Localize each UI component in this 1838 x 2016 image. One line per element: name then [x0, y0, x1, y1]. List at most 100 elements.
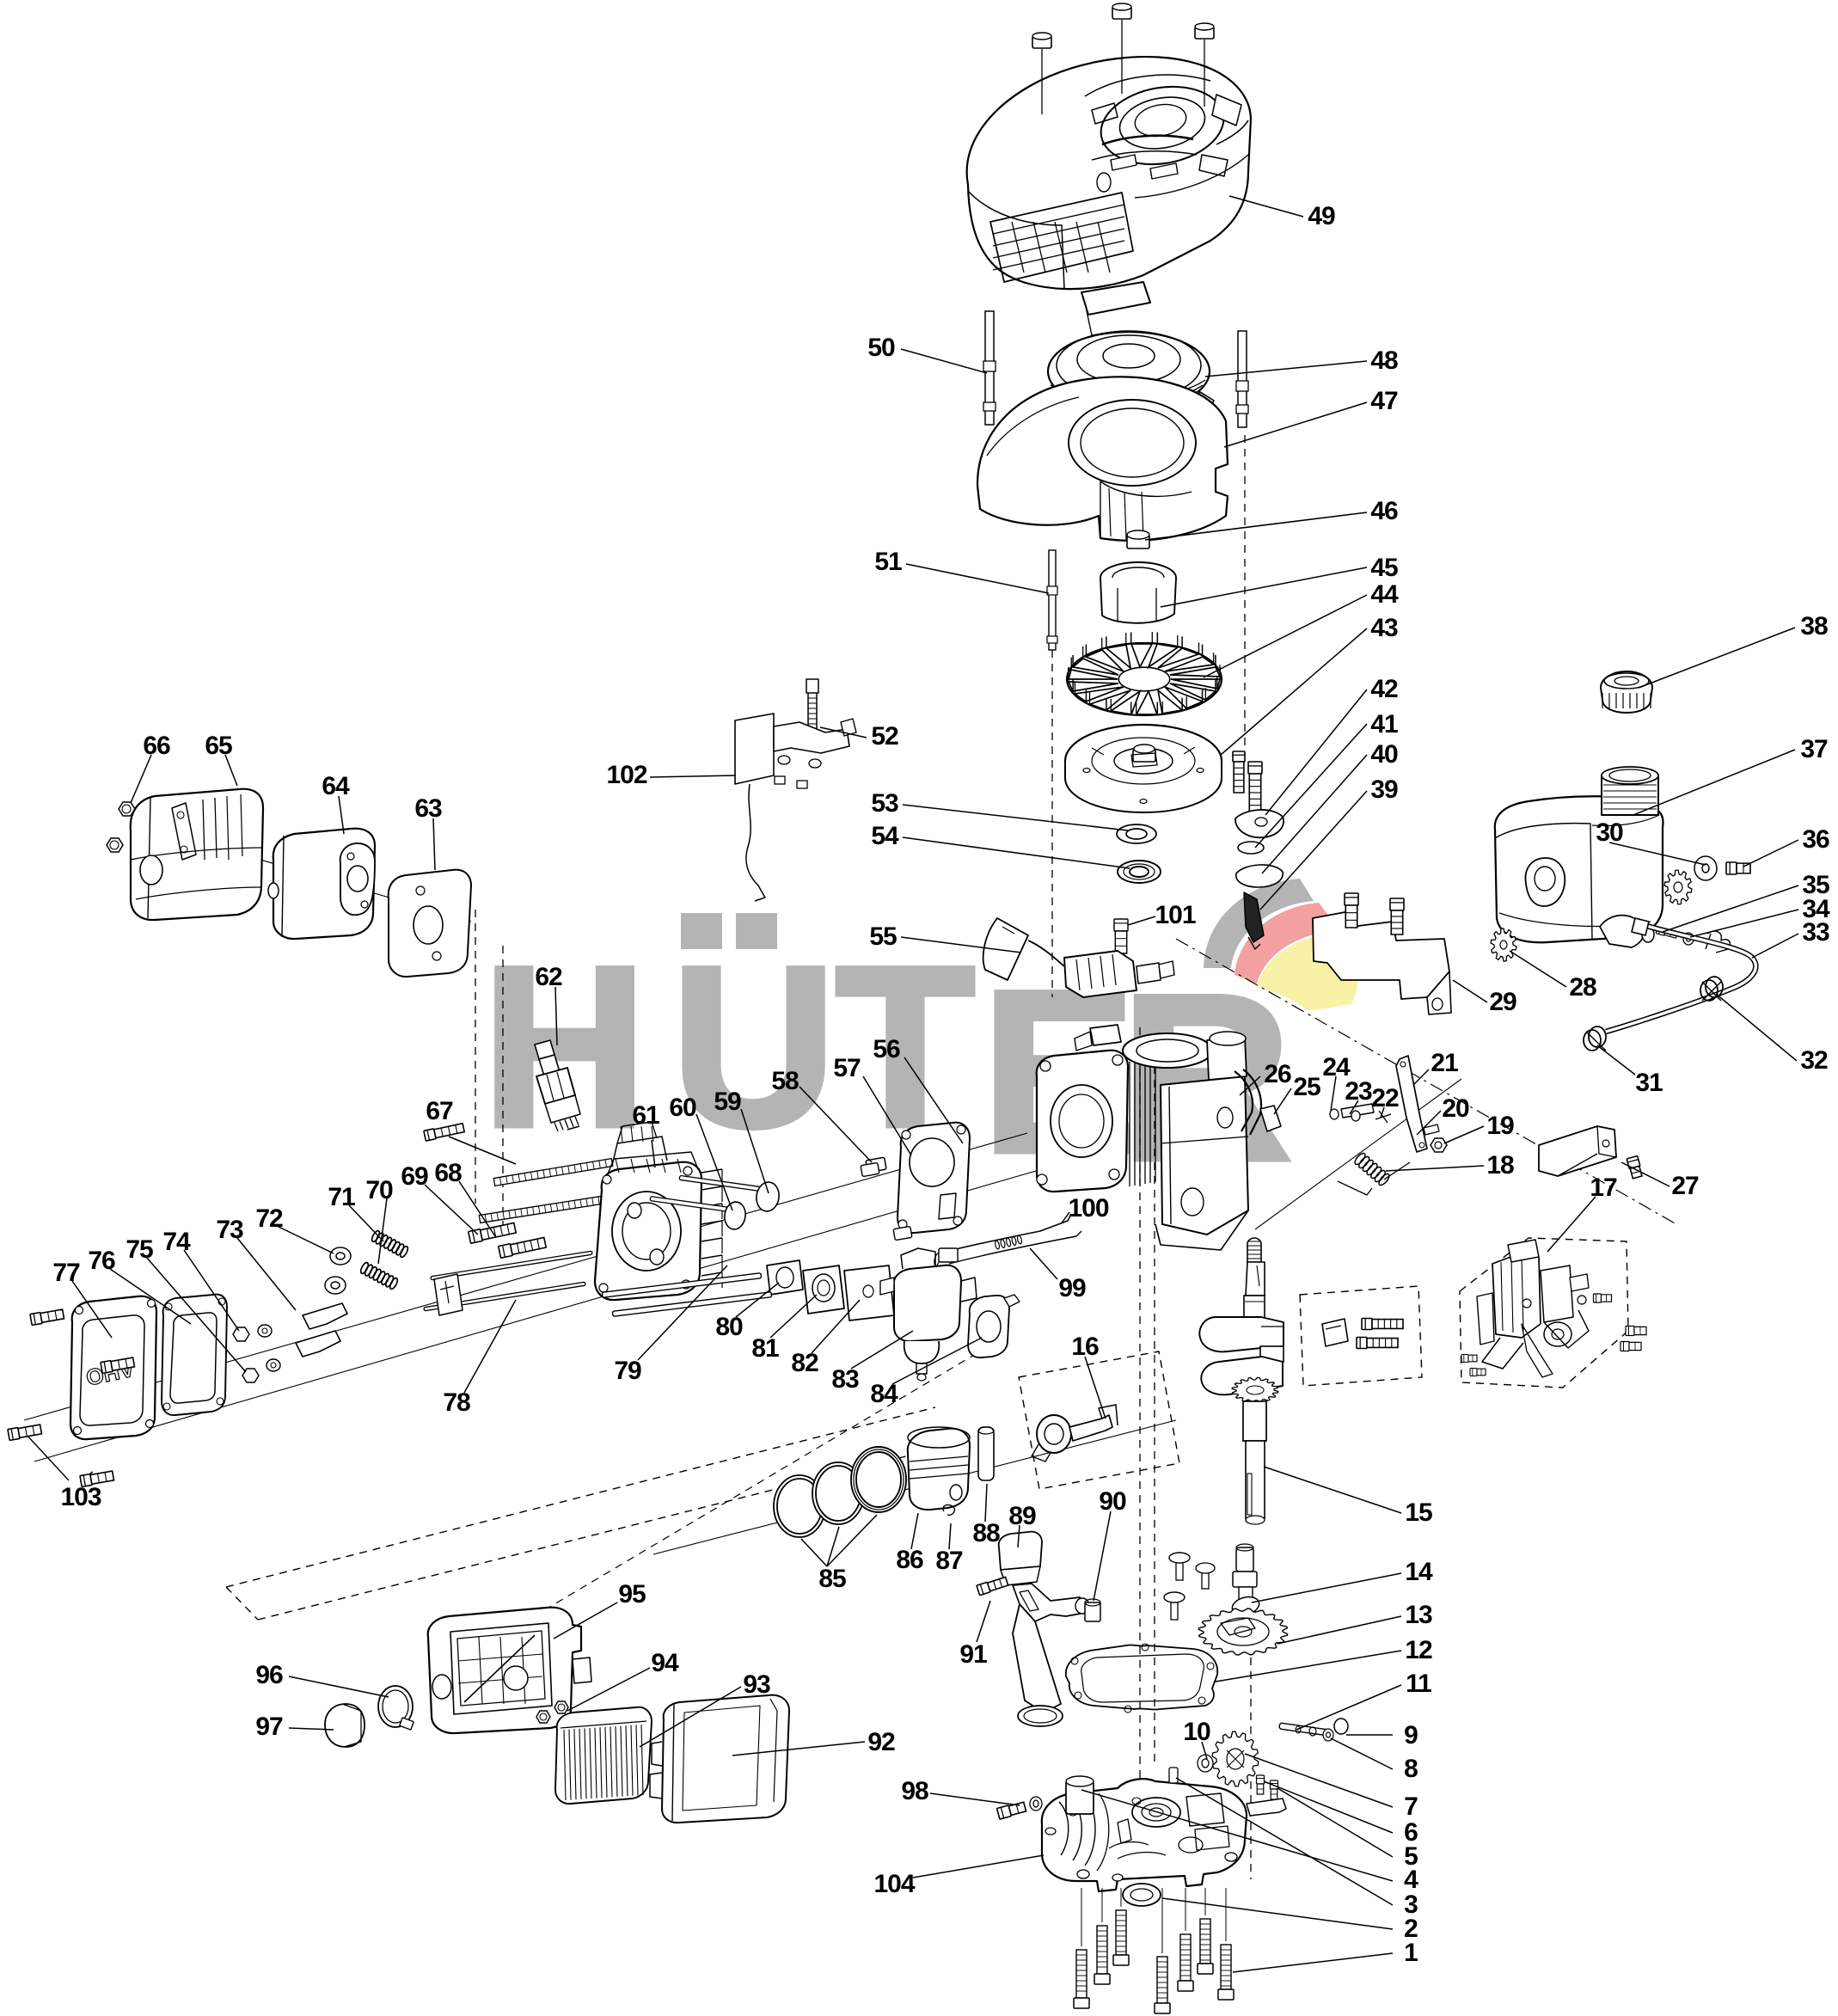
svg-text:46: 46	[1370, 497, 1398, 525]
svg-text:73: 73	[216, 1216, 243, 1244]
svg-text:76: 76	[88, 1247, 115, 1275]
svg-text:9: 9	[1404, 1721, 1418, 1749]
svg-text:16: 16	[1071, 1333, 1099, 1361]
svg-text:35: 35	[1802, 871, 1829, 899]
svg-text:77: 77	[52, 1259, 80, 1287]
svg-text:5: 5	[1404, 1842, 1418, 1871]
svg-text:93: 93	[743, 1670, 770, 1699]
svg-text:104: 104	[873, 1870, 915, 1898]
svg-text:52: 52	[871, 722, 898, 751]
svg-text:74: 74	[162, 1228, 191, 1256]
svg-text:64: 64	[322, 772, 350, 800]
svg-text:89: 89	[1008, 1502, 1036, 1530]
svg-text:19: 19	[1486, 1112, 1514, 1140]
svg-text:40: 40	[1370, 740, 1398, 769]
svg-text:26: 26	[1264, 1060, 1291, 1088]
svg-text:69: 69	[401, 1162, 428, 1191]
svg-text:23: 23	[1345, 1077, 1372, 1106]
svg-text:88: 88	[972, 1519, 1000, 1547]
svg-text:95: 95	[618, 1580, 646, 1609]
svg-text:41: 41	[1370, 710, 1398, 738]
svg-text:50: 50	[867, 334, 895, 362]
svg-text:21: 21	[1431, 1049, 1458, 1077]
svg-text:98: 98	[901, 1777, 928, 1805]
svg-text:58: 58	[771, 1067, 799, 1095]
svg-text:1: 1	[1404, 1939, 1418, 1967]
svg-text:32: 32	[1800, 1046, 1828, 1075]
svg-text:86: 86	[896, 1546, 923, 1574]
svg-text:12: 12	[1405, 1636, 1432, 1664]
svg-text:10: 10	[1183, 1718, 1210, 1746]
svg-text:42: 42	[1370, 675, 1398, 703]
svg-text:2: 2	[1404, 1915, 1418, 1943]
svg-text:81: 81	[751, 1334, 779, 1363]
svg-text:78: 78	[443, 1388, 470, 1417]
svg-text:99: 99	[1058, 1274, 1086, 1302]
svg-text:56: 56	[873, 1035, 900, 1063]
svg-text:44: 44	[1370, 580, 1399, 609]
svg-text:62: 62	[535, 963, 562, 991]
svg-text:8: 8	[1404, 1755, 1418, 1783]
svg-text:96: 96	[255, 1661, 283, 1689]
svg-text:85: 85	[818, 1565, 846, 1593]
svg-text:84: 84	[870, 1380, 898, 1408]
svg-text:60: 60	[669, 1094, 696, 1122]
svg-text:22: 22	[1371, 1084, 1399, 1112]
svg-text:54: 54	[871, 822, 899, 850]
svg-text:6: 6	[1404, 1818, 1418, 1847]
svg-text:94: 94	[651, 1649, 679, 1677]
svg-text:70: 70	[365, 1176, 393, 1204]
svg-text:29: 29	[1489, 988, 1516, 1016]
svg-text:24: 24	[1322, 1053, 1351, 1082]
svg-text:103: 103	[60, 1483, 101, 1511]
svg-text:83: 83	[831, 1365, 859, 1394]
svg-text:80: 80	[715, 1313, 743, 1341]
svg-text:7: 7	[1404, 1792, 1418, 1821]
svg-text:72: 72	[255, 1204, 283, 1233]
svg-text:43: 43	[1370, 614, 1398, 642]
svg-text:55: 55	[869, 922, 897, 951]
svg-text:U: U	[671, 920, 836, 1174]
svg-text:53: 53	[871, 789, 898, 818]
svg-text:48: 48	[1370, 346, 1398, 375]
svg-text:61: 61	[632, 1101, 659, 1130]
svg-text:38: 38	[1800, 612, 1828, 640]
svg-text:31: 31	[1635, 1069, 1663, 1097]
svg-text:13: 13	[1405, 1601, 1432, 1629]
svg-text:11: 11	[1406, 1670, 1431, 1698]
svg-text:39: 39	[1370, 775, 1398, 804]
svg-text:25: 25	[1293, 1073, 1320, 1101]
svg-text:65: 65	[205, 732, 232, 760]
svg-text:91: 91	[959, 1640, 987, 1669]
svg-text:57: 57	[833, 1054, 861, 1082]
svg-text:102: 102	[606, 761, 646, 789]
svg-text:100: 100	[1068, 1194, 1108, 1222]
svg-text:51: 51	[874, 548, 902, 576]
svg-text:30: 30	[1596, 818, 1623, 847]
svg-text:90: 90	[1099, 1487, 1126, 1516]
svg-text:4: 4	[1404, 1866, 1418, 1894]
svg-text:92: 92	[867, 1728, 895, 1756]
svg-text:17: 17	[1590, 1173, 1617, 1202]
svg-text:66: 66	[143, 732, 170, 760]
svg-text:34: 34	[1802, 895, 1830, 923]
svg-text:67: 67	[426, 1097, 453, 1125]
svg-text:87: 87	[935, 1547, 963, 1575]
svg-text:27: 27	[1671, 1172, 1699, 1200]
svg-text:37: 37	[1800, 735, 1828, 763]
svg-text:59: 59	[714, 1088, 741, 1116]
svg-text:101: 101	[1155, 901, 1195, 929]
svg-text:63: 63	[414, 794, 442, 823]
svg-text:97: 97	[255, 1713, 283, 1741]
svg-text:14: 14	[1405, 1558, 1433, 1586]
svg-text:15: 15	[1405, 1498, 1432, 1527]
svg-text:18: 18	[1486, 1151, 1514, 1180]
svg-text:79: 79	[614, 1357, 641, 1385]
svg-text:36: 36	[1802, 825, 1829, 854]
svg-text:45: 45	[1370, 554, 1398, 582]
svg-text:3: 3	[1404, 1890, 1418, 1919]
svg-text:82: 82	[791, 1349, 818, 1377]
svg-text:71: 71	[328, 1183, 355, 1211]
svg-text:47: 47	[1370, 387, 1398, 415]
svg-text:20: 20	[1442, 1094, 1469, 1123]
